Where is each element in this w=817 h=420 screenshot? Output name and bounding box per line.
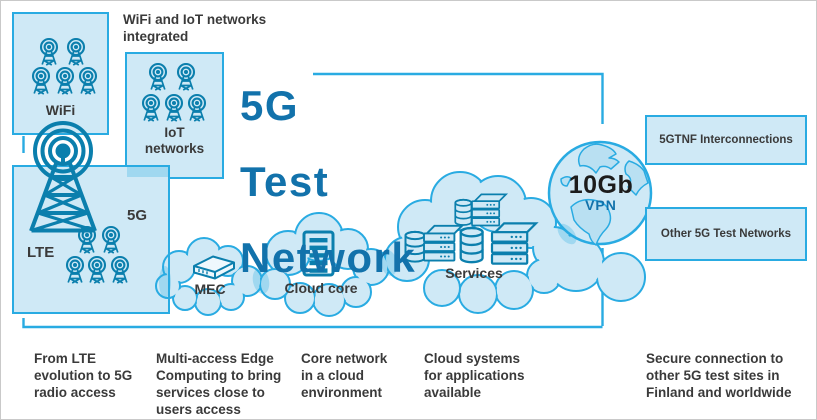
caption-mec: Multi-access Edge Computing to bring ser…: [156, 351, 282, 417]
iot-label: IoT networks: [144, 125, 205, 156]
iot-lte-overlap: [127, 167, 168, 177]
title-globe-connector: [313, 72, 604, 124]
iot-box: [125, 52, 224, 179]
caption-core: Core network in a cloud environment: [301, 351, 388, 400]
mec-label: MEC: [194, 281, 226, 297]
globe-land-africa: [570, 198, 612, 246]
globe-bandwidth-label: 10Gb: [568, 171, 634, 199]
right-boxes: [645, 115, 807, 261]
server-stack-icon: [423, 224, 463, 262]
lte-label: LTE: [27, 244, 55, 261]
server-rack-icon: [302, 230, 335, 277]
interconnections-label: 5GTNF Interconnections: [659, 134, 793, 146]
lte-box-outline: [12, 165, 170, 314]
caption-lte: From LTE evolution to 5G radio access: [34, 351, 133, 400]
services-globe-lens: [557, 223, 577, 245]
caption-secure-connection: Secure connection to other 5G test sites…: [646, 351, 792, 400]
globe-vpn-label: VPN: [585, 197, 617, 213]
globe-land-asia: [624, 160, 649, 196]
wifi-label: WiFi: [45, 102, 76, 118]
caption-cloud-systems: Cloud systems for applications available: [424, 351, 525, 400]
database-stack-icon: [454, 198, 473, 226]
page-title: 5G Test Network: [240, 49, 416, 315]
title-line-1: 5G: [240, 82, 300, 129]
lte-box: [12, 165, 170, 314]
other-networks-label: Other 5G Test Networks: [660, 228, 792, 240]
5g-label: 5G: [127, 207, 148, 224]
globe-icon: [547, 140, 653, 246]
database-stack-icon: [459, 226, 484, 264]
other-networks-box: [645, 207, 807, 261]
bottom-bracket: [22, 318, 603, 329]
globe-land-iberia: [560, 175, 572, 187]
connector-lines: [22, 72, 604, 329]
services-label: Services: [445, 265, 503, 281]
title-line-2: Test: [240, 158, 330, 205]
edge-router-icon: [193, 255, 235, 280]
radio-mast-icon: [29, 121, 97, 233]
top-note: WiFi and IoT networks integrated: [123, 12, 267, 44]
cloud-core-label: Cloud core: [284, 280, 358, 296]
title-line-3: Network: [240, 234, 417, 281]
globe-land-europe: [577, 143, 620, 174]
interconnections-box: [645, 115, 807, 165]
